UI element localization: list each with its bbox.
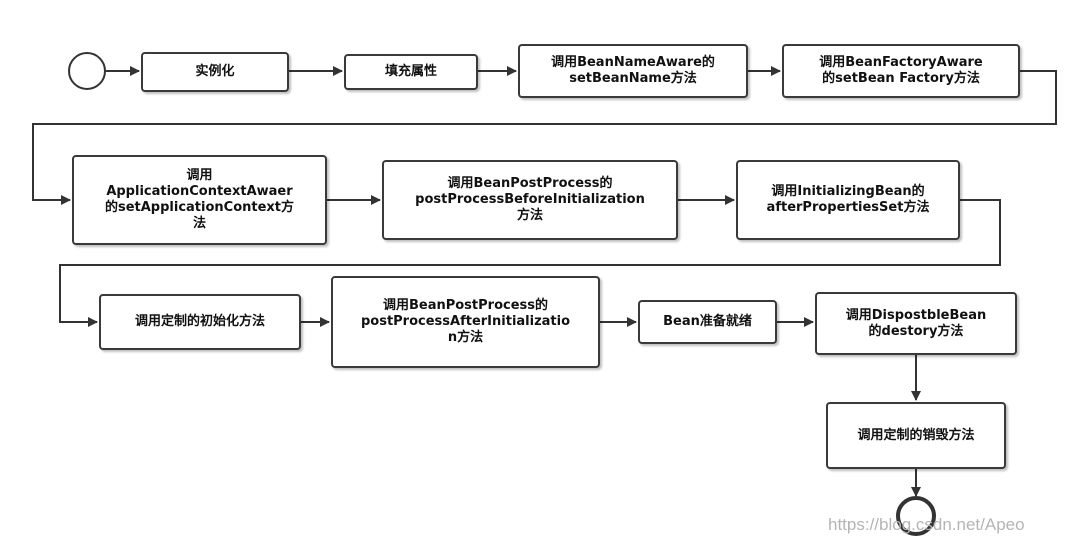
node-disposable-bean-label: 调用DispostbleBean 的destory方法 xyxy=(845,307,987,339)
node-disposable-bean: 调用DispostbleBean 的destory方法 xyxy=(815,292,1017,355)
node-populate-properties-label: 填充属性 xyxy=(384,64,437,79)
node-custom-init-label: 调用定制的初始化方法 xyxy=(134,314,265,329)
node-post-process-before-label: 调用BeanPostProcess的 postProcessBeforeInit… xyxy=(415,176,645,223)
node-initializing-bean-label: 调用InitializingBean的 afterPropertiesSet方法 xyxy=(766,184,930,215)
node-populate-properties: 填充属性 xyxy=(344,54,478,90)
node-bean-ready-label: Bean准备就绪 xyxy=(663,314,752,329)
watermark-text: https://blog.csdn.net/Apeo xyxy=(828,515,1025,534)
node-custom-destroy: 调用定制的销毁方法 xyxy=(826,402,1006,469)
node-custom-init: 调用定制的初始化方法 xyxy=(99,294,301,350)
node-post-process-before: 调用BeanPostProcess的 postProcessBeforeInit… xyxy=(382,160,678,240)
node-application-context-aware: 调用 ApplicationContextAwaer 的setApplicati… xyxy=(72,155,327,245)
arrow-beanfactoryaware-to-appcontextaware xyxy=(32,70,1057,205)
node-instantiate: 实例化 xyxy=(141,52,289,92)
node-bean-ready: Bean准备就绪 xyxy=(638,300,777,344)
node-instantiate-label: 实例化 xyxy=(195,64,235,79)
node-initializing-bean: 调用InitializingBean的 afterPropertiesSet方法 xyxy=(736,160,960,240)
node-bean-name-aware-label: 调用BeanNameAware的 setBeanName方法 xyxy=(551,55,715,86)
node-post-process-after-label: 调用BeanPostProcess的 postProcessAfterIniti… xyxy=(360,298,571,345)
node-bean-factory-aware-label: 调用BeanFactoryAware 的setBean Factory方法 xyxy=(819,55,983,86)
node-application-context-aware-label: 调用 ApplicationContextAwaer 的setApplicati… xyxy=(104,168,295,231)
node-bean-name-aware: 调用BeanNameAware的 setBeanName方法 xyxy=(518,44,748,98)
node-bean-factory-aware: 调用BeanFactoryAware 的setBean Factory方法 xyxy=(782,44,1020,98)
arrow-initializingbean-to-custominit xyxy=(59,199,1001,327)
start-node xyxy=(68,52,106,90)
end-node xyxy=(896,496,936,536)
node-custom-destroy-label: 调用定制的销毁方法 xyxy=(857,427,975,443)
node-post-process-after: 调用BeanPostProcess的 postProcessAfterIniti… xyxy=(331,276,600,368)
